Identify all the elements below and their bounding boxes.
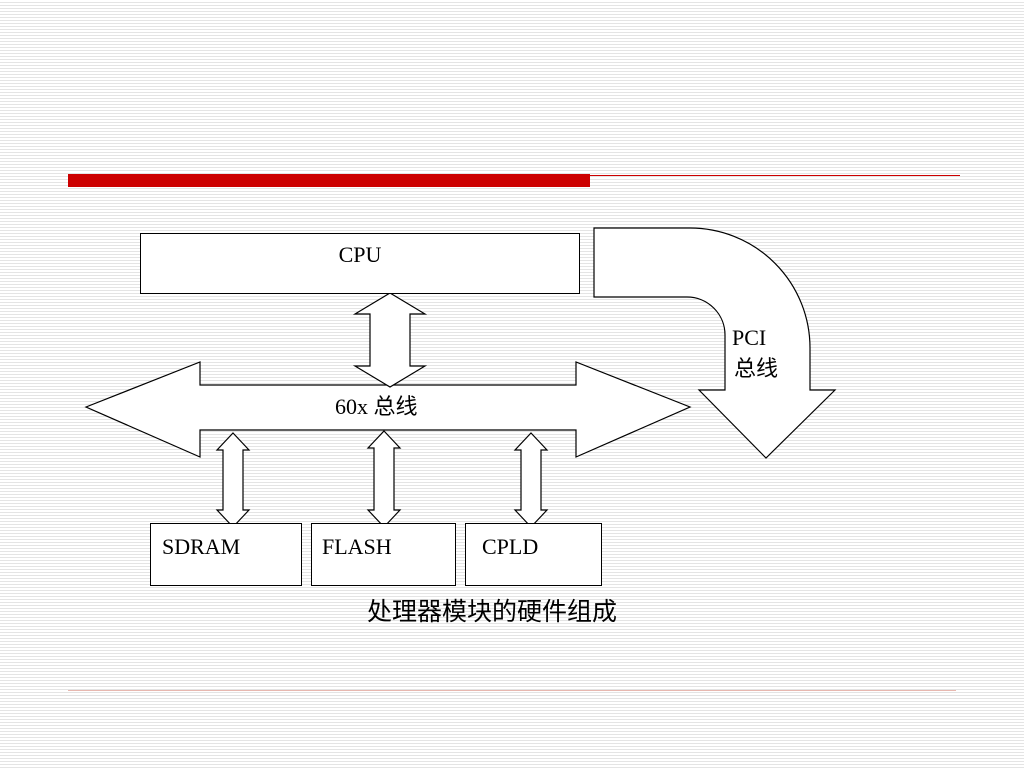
sdram-bus-arrow bbox=[215, 432, 251, 528]
cpu-label: CPU bbox=[338, 242, 382, 267]
60x-bus-arrow bbox=[84, 361, 692, 458]
pci-bus-label-line1: PCI bbox=[732, 325, 767, 350]
flash-label: FLASH bbox=[322, 534, 392, 559]
diagram-caption: 处理器模块的硬件组成 bbox=[367, 599, 618, 626]
pci-bus-label-line2: 总线 bbox=[734, 356, 779, 381]
sdram-box bbox=[150, 523, 302, 586]
flash-bus-arrow bbox=[366, 430, 402, 528]
flash-box bbox=[311, 523, 456, 586]
cpld-bus-arrow bbox=[513, 432, 549, 528]
title-accent-line bbox=[590, 175, 960, 176]
60x-bus-label: 60x 总线 bbox=[335, 394, 418, 419]
cpu-bus-arrow bbox=[352, 292, 428, 388]
footer-divider bbox=[68, 690, 956, 691]
title-accent-bar bbox=[68, 174, 590, 187]
pci-bus-arrow bbox=[593, 227, 837, 459]
cpu-box bbox=[140, 233, 580, 294]
cpld-box bbox=[465, 523, 602, 586]
cpld-label: CPLD bbox=[482, 534, 539, 559]
sdram-label: SDRAM bbox=[162, 534, 241, 559]
